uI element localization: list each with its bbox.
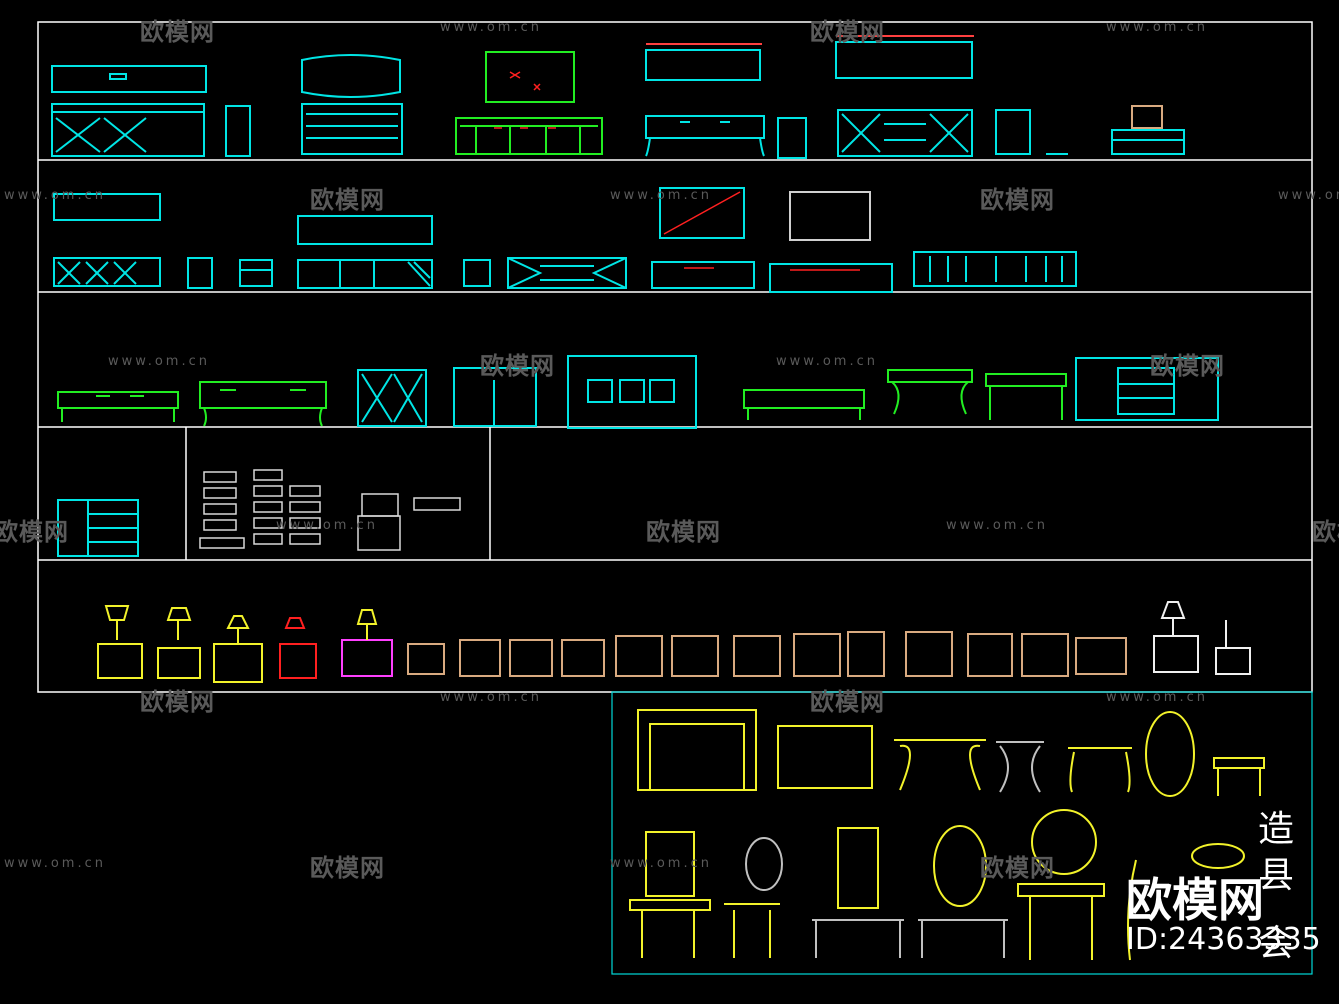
watermark-logo: 欧模网	[646, 518, 721, 546]
watermark-url: www.om.cn	[610, 856, 712, 871]
watermark-url: www.om.cn	[776, 354, 878, 369]
row-3-desks	[57, 355, 1219, 429]
watermark-url: www.om.cn	[1106, 690, 1208, 705]
watermark-logo: 欧模网	[810, 688, 885, 716]
watermark-url: www.om.cn	[440, 690, 542, 705]
watermark-url: www.om.cn	[108, 354, 210, 369]
asset-id-stamp: ID:24363335	[1126, 922, 1321, 957]
watermark-logo: 欧模网	[980, 186, 1055, 214]
watermark-logo: 欧模网	[310, 854, 385, 882]
watermark-url: www.om.cn	[610, 188, 712, 203]
watermark-url: www.om.cn	[4, 856, 106, 871]
watermark-url: www.om.cn	[946, 518, 1048, 533]
watermark-logo: 欧模网	[810, 18, 885, 46]
brand-stamp: 欧模网	[1126, 873, 1264, 927]
watermark-logo: 欧模网	[1150, 352, 1225, 380]
watermark-url: www.om.cn	[4, 188, 106, 203]
watermark-logo: 欧模网	[310, 186, 385, 214]
row-4-chests-equipment	[57, 469, 461, 557]
watermark-logo: 欧模网	[140, 688, 215, 716]
watermark-url: www.om.cn	[1278, 188, 1339, 203]
section-label-char: 会	[1258, 923, 1295, 964]
decor-section-items	[629, 709, 1265, 961]
watermark-url: www.om.cn	[1106, 20, 1208, 35]
watermark-url: www.om.cn	[440, 20, 542, 35]
watermark-logo: 欧模网	[480, 352, 555, 380]
watermark-logo: 欧模网	[140, 18, 215, 46]
watermark-logo: 欧模网	[0, 518, 69, 546]
watermark-logo: 欧模网	[1312, 518, 1339, 546]
watermark-logo: 欧模网	[980, 854, 1055, 882]
watermark-url: www.om.cn	[276, 518, 378, 533]
section-label-char: 造	[1258, 809, 1295, 850]
row-1-tv-cabinets	[51, 35, 1185, 159]
row-5-nightstands	[97, 601, 1251, 683]
row-2-media-units	[53, 187, 1077, 293]
decor-frame	[611, 691, 1313, 975]
section-label-char: 县	[1258, 855, 1295, 896]
